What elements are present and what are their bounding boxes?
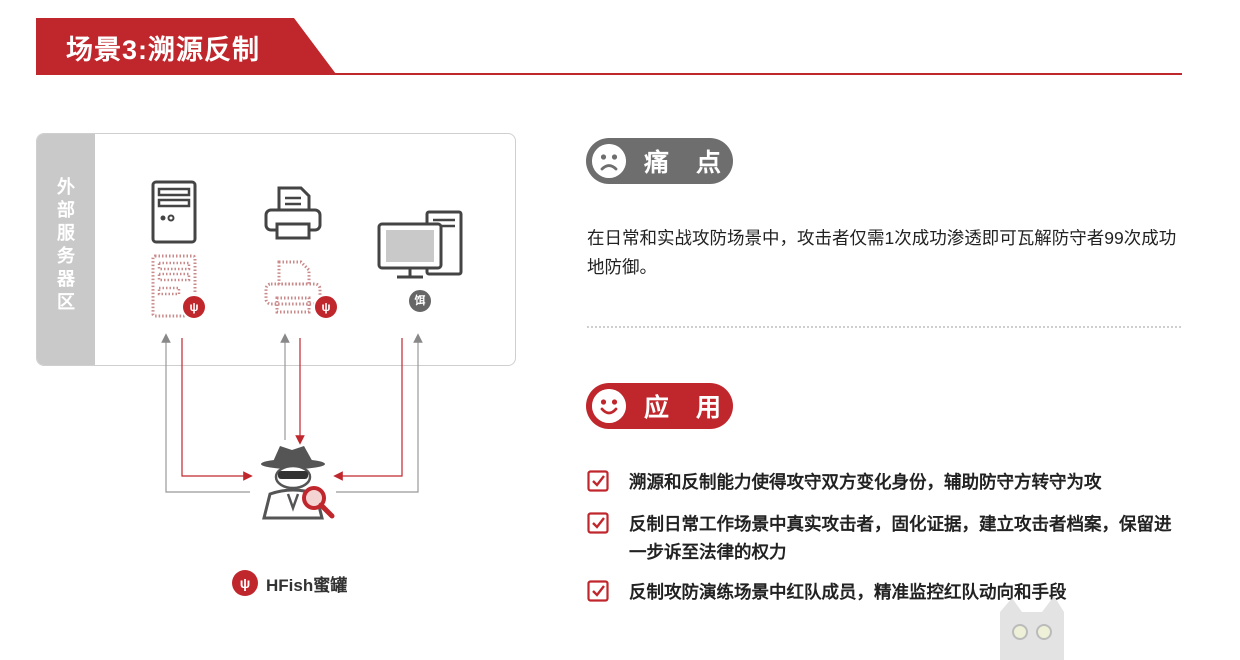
zone-label-char: 区 [57, 292, 75, 312]
header-banner [36, 18, 336, 74]
checkbox-icon [587, 580, 609, 602]
checkbox-icon [587, 470, 609, 492]
zone-label-char: 器 [57, 269, 75, 289]
hacker-icon [261, 446, 335, 520]
cat-watermark-icon [1000, 596, 1064, 660]
application-item: 反制日常工作场景中真实攻击者，固化证据，建立攻击者档案，保留进一步诉至法律的权力 [587, 510, 1187, 566]
zone-label-char: 服 [57, 223, 75, 243]
honeypot-icon: ψ [232, 570, 258, 596]
zone-label-char: 外 [57, 177, 75, 197]
zone-label-char: 务 [57, 246, 75, 266]
honeypot-server-icon [151, 254, 197, 318]
pain-point-title: 痛 点 [644, 149, 731, 177]
printer-icon [264, 186, 322, 240]
application-item-text: 反制攻防演练场景中红队成员，精准监控红队动向和手段 [629, 582, 1067, 602]
honeypot-icon: ψ [313, 294, 339, 320]
hfish-legend: ψ HFish蜜罐 [232, 570, 347, 596]
application-pill: 应 用 [586, 383, 733, 429]
page-title: 场景3:溯源反制 [66, 35, 261, 65]
application-item: 反制攻防演练场景中红队成员，精准监控红队动向和手段 [587, 578, 1177, 606]
smile-face-icon [592, 389, 626, 423]
application-item-text: 溯源和反制能力使得攻守双方变化身份，辅助防守方转守为攻 [629, 472, 1102, 492]
application-item-text: 反制日常工作场景中真实攻击者，固化证据，建立攻击者档案，保留进一步诉至法律的权力 [629, 514, 1172, 562]
checkbox-icon [587, 512, 609, 534]
zone-label-char: 部 [57, 200, 75, 220]
computer-icon [377, 210, 463, 279]
honeypot-icon: ψ [181, 294, 207, 320]
pain-point-text: 在日常和实战攻防场景中，攻击者仅需1次成功渗透即可瓦解防守者99次成功地防御。 [587, 228, 1177, 277]
server-icon [151, 180, 197, 244]
bait-badge: 饵 [407, 288, 433, 314]
application-item: 溯源和反制能力使得攻守双方变化身份，辅助防守方转守为攻 [587, 468, 1177, 496]
header-divider [36, 73, 1182, 75]
external-server-zone: 外 部 服 务 器 区 ψ ψ [36, 133, 516, 366]
hfish-label: HFish蜜罐 [266, 575, 348, 595]
pain-point-pill: 痛 点 [586, 138, 733, 184]
application-title: 应 用 [644, 394, 731, 422]
section-divider [587, 326, 1181, 328]
zone-side-bar: 外 部 服 务 器 区 [37, 134, 95, 365]
zone-label: 外 部 服 务 器 区 [37, 176, 95, 314]
sad-face-icon [592, 144, 626, 178]
